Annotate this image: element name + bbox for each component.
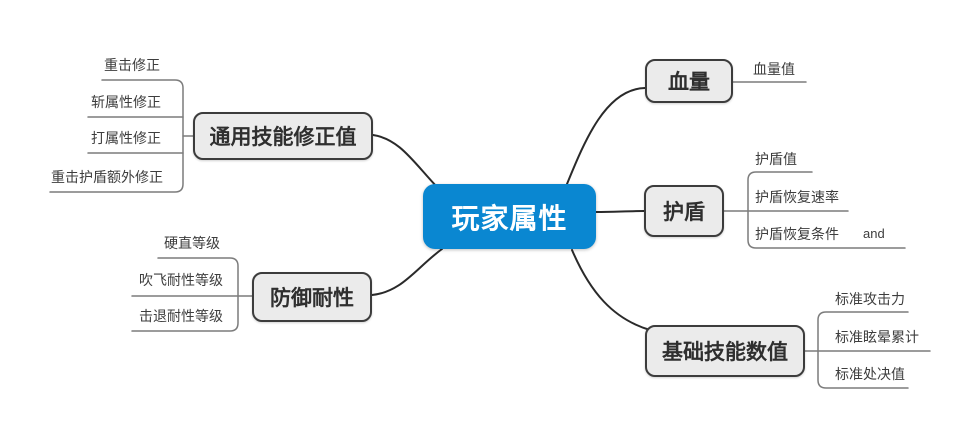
leaf-standard-stun-accumulation[interactable]: 标准眩晕累计 xyxy=(835,329,919,345)
branch-health[interactable]: 血量 xyxy=(645,59,733,103)
leaf-slash-attr-modifier[interactable]: 斩属性修正 xyxy=(91,94,161,110)
leaf-strike-attr-modifier[interactable]: 打属性修正 xyxy=(91,130,161,146)
leaf-blowaway-resistance-level[interactable]: 吹飞耐性等级 xyxy=(139,272,223,288)
label-and-operator[interactable]: and xyxy=(863,226,885,241)
edge-central-to-defense-resistance xyxy=(371,248,443,296)
branch-defense-resistance[interactable]: 防御耐性 xyxy=(252,272,372,322)
leaf-shield-value[interactable]: 护盾值 xyxy=(755,151,797,167)
bracket-defense-resistance xyxy=(131,257,239,332)
leaf-shield-recovery-rate[interactable]: 护盾恢复速率 xyxy=(755,189,839,205)
leaf-heavy-hit-modifier[interactable]: 重击修正 xyxy=(104,57,160,73)
leaf-stagger-level[interactable]: 硬直等级 xyxy=(164,235,220,251)
leaf-heavy-hit-shield-extra-modifier[interactable]: 重击护盾额外修正 xyxy=(51,169,163,185)
leaf-shield-recovery-condition[interactable]: 护盾恢复条件 xyxy=(755,226,839,242)
edge-central-to-base-skill-values xyxy=(571,249,651,331)
leaf-standard-attack-power[interactable]: 标准攻击力 xyxy=(835,291,905,307)
branch-general-skill-modifiers[interactable]: 通用技能修正值 xyxy=(193,112,373,160)
bracket-shield xyxy=(747,171,906,249)
edge-central-to-general-skill-modifiers xyxy=(372,134,439,189)
leaf-knockback-resistance-level[interactable]: 击退耐性等级 xyxy=(139,308,223,324)
bracket-base-skill-values xyxy=(817,311,909,389)
edge-central-to-health xyxy=(566,87,646,185)
edge-central-to-shield xyxy=(595,210,645,213)
branch-base-skill-values[interactable]: 基础技能数值 xyxy=(645,325,805,377)
leaf-standard-execution-value[interactable]: 标准处决值 xyxy=(835,366,905,382)
branch-shield[interactable]: 护盾 xyxy=(644,185,724,237)
central-topic-player-attributes[interactable]: 玩家属性 xyxy=(423,184,596,249)
leaf-health-value[interactable]: 血量值 xyxy=(753,61,795,77)
